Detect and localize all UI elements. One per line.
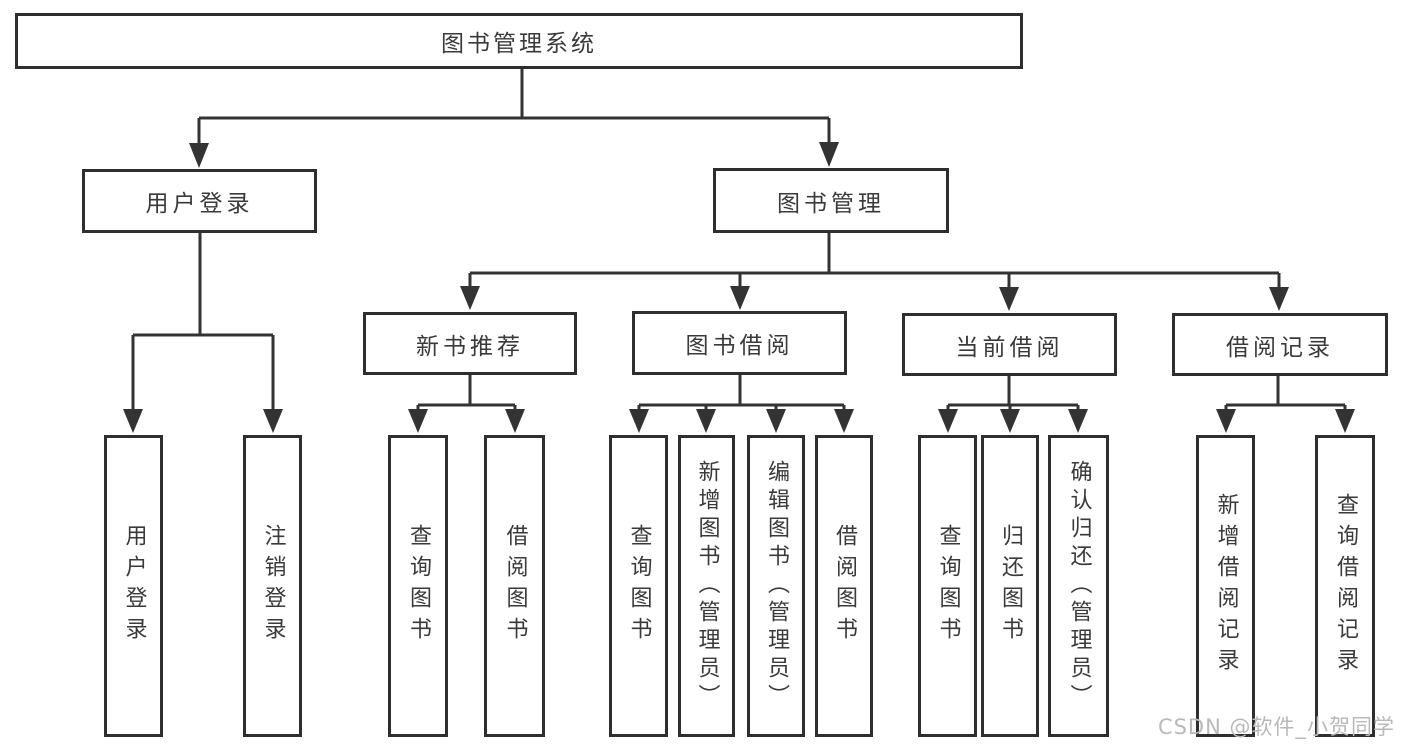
leaf-logout-label: 注销登录 xyxy=(260,524,286,648)
leaf-query-books-2: 查询图书 xyxy=(609,435,668,737)
node-root-label: 图书管理系统 xyxy=(441,31,597,57)
node-new-book-recommend-label: 新书推荐 xyxy=(416,333,524,360)
leaf-query-books-1: 查询图书 xyxy=(388,435,448,737)
node-book-borrowing: 图书借阅 xyxy=(632,311,847,375)
node-book-borrowing-label: 图书借阅 xyxy=(685,333,794,359)
leaf-query-books-1-label: 查询图书 xyxy=(406,524,431,648)
leaf-return-books-label: 归还图书 xyxy=(998,524,1023,648)
connector-bookmgmt-to-level3 xyxy=(460,233,1289,311)
leaf-user-login-label: 用户登录 xyxy=(121,524,147,648)
node-book-management: 图书管理 xyxy=(713,168,949,233)
leaf-return-books: 归还图书 xyxy=(981,435,1039,737)
node-borrow-records: 借阅记录 xyxy=(1172,313,1388,376)
connector-borrowing-to-leaves xyxy=(629,375,854,433)
node-root: 图书管理系统 xyxy=(15,13,1023,69)
leaf-user-login: 用户登录 xyxy=(104,435,163,737)
leaf-query-borrow-record-label: 查询借阅记录 xyxy=(1333,493,1358,679)
leaf-confirm-return-admin-label: 确认归还（管理员） xyxy=(1066,460,1092,712)
node-book-management-label: 图书管理 xyxy=(777,190,885,217)
node-current-borrowing-label: 当前借阅 xyxy=(955,334,1064,361)
node-user-login: 用户登录 xyxy=(82,169,317,233)
connector-records-to-leaves xyxy=(1216,376,1355,433)
leaf-edit-books-admin: 编辑图书（管理员） xyxy=(747,435,805,737)
leaf-logout: 注销登录 xyxy=(243,435,302,737)
watermark: CSDN @软件_小贺同学 xyxy=(1157,715,1395,739)
leaf-edit-books-admin-label: 编辑图书（管理员） xyxy=(764,460,789,712)
leaf-borrow-books-2: 借阅图书 xyxy=(815,435,873,737)
leaf-confirm-return-admin: 确认归还（管理员） xyxy=(1048,435,1109,737)
leaf-query-books-3-label: 查询图书 xyxy=(935,524,961,648)
node-new-book-recommend: 新书推荐 xyxy=(363,312,577,375)
leaf-add-borrow-record: 新增借阅记录 xyxy=(1196,435,1255,737)
leaf-query-borrow-record: 查询借阅记录 xyxy=(1315,435,1375,737)
leaf-borrow-books-1-label: 借阅图书 xyxy=(502,524,528,648)
connector-currentborrow-to-leaves xyxy=(938,376,1088,433)
node-current-borrowing: 当前借阅 xyxy=(902,313,1117,376)
leaf-add-books-admin-label: 新增图书（管理员） xyxy=(694,460,720,712)
connector-userlogin-to-leaves xyxy=(123,233,283,433)
leaf-query-books-2-label: 查询图书 xyxy=(626,524,652,648)
node-user-login-label: 用户登录 xyxy=(145,191,254,217)
leaf-borrow-books-1: 借阅图书 xyxy=(484,435,545,737)
leaf-add-books-admin: 新增图书（管理员） xyxy=(678,435,735,737)
node-borrow-records-label: 借阅记录 xyxy=(1226,334,1334,361)
leaf-add-borrow-record-label: 新增借阅记录 xyxy=(1213,493,1239,679)
connector-newbook-to-leaves xyxy=(408,375,525,433)
connector-root-to-level2 xyxy=(189,68,839,168)
leaf-query-books-3: 查询图书 xyxy=(918,435,977,737)
leaf-borrow-books-2-label: 借阅图书 xyxy=(832,524,857,648)
